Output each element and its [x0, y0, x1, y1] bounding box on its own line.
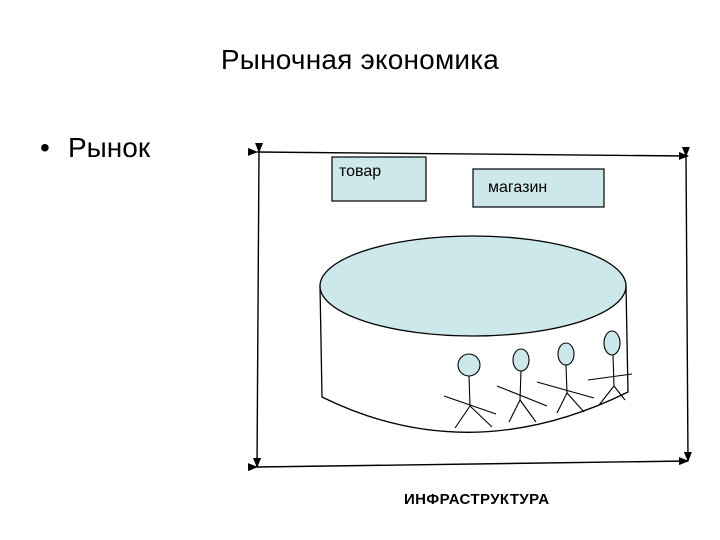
person-figure	[496, 348, 548, 423]
shop-box-label: магазин	[488, 179, 548, 196]
bullet-marker: •	[40, 132, 50, 163]
bullet-list: • Рынок	[40, 132, 150, 164]
frame-arrow-left	[253, 142, 264, 468]
goods-box-label: товар	[339, 163, 382, 180]
goods-box	[331, 156, 427, 202]
frame-arrow-top	[247, 147, 689, 160]
slide-title: Рыночная экономика	[220, 44, 500, 75]
frame-arrow-right	[681, 146, 692, 462]
cylinder-top	[319, 235, 627, 337]
buyers-group	[443, 330, 633, 429]
infrastructure-label: ИНФРАСТРУКТУРА	[404, 491, 550, 508]
person-figure	[536, 342, 595, 414]
person-figure	[443, 353, 497, 429]
market-cylinder	[319, 235, 629, 433]
bullet-item: • Рынок	[40, 132, 150, 164]
frame-arrow-bottom	[247, 457, 689, 472]
bullet-text: Рынок	[68, 132, 151, 163]
person-figure	[587, 330, 633, 406]
infrastructure-frame	[247, 142, 692, 472]
shop-box	[472, 168, 605, 208]
